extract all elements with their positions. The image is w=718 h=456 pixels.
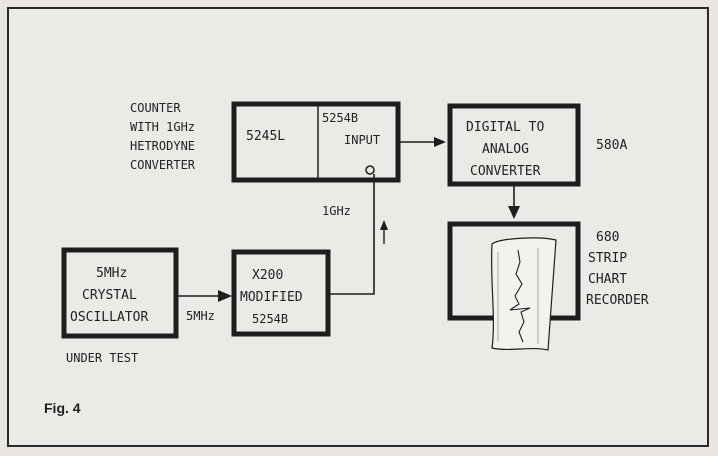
arrow-up-icon <box>380 220 388 230</box>
counter-label-line1: COUNTER <box>130 101 181 115</box>
signal-5mhz-label: 5MHz <box>186 309 215 323</box>
counter-model: 5245L <box>246 129 285 144</box>
figure-caption: Fig. 4 <box>44 400 81 416</box>
multiplier-line3: 5254B <box>252 312 288 326</box>
multiplier-line2: MODIFIED <box>240 290 303 305</box>
plugin-model: 5254B <box>322 111 358 125</box>
dac-model: 580A <box>596 138 627 153</box>
arrow-right-icon <box>218 290 232 302</box>
input-connector-icon <box>366 166 374 174</box>
counter-label-line2: WITH 1GHz <box>130 120 195 134</box>
recorder-label-line1: 680 <box>596 230 619 245</box>
counter-label-line4: CONVERTER <box>130 158 196 172</box>
arrow-down-icon <box>508 206 520 219</box>
recorder-label-line3: CHART <box>588 272 627 287</box>
oscillator-line3: OSCILLATOR <box>70 310 148 325</box>
arrow-right-icon <box>434 137 446 147</box>
multiplier-line1: X200 <box>252 268 283 283</box>
strip-chart-paper <box>492 238 556 350</box>
dac-line3: CONVERTER <box>470 164 541 179</box>
oscillator-line2: CRYSTAL <box>82 288 137 303</box>
multiplier-to-input-line <box>328 174 374 294</box>
recorder-label-line4: RECORDER <box>586 293 649 308</box>
oscillator-line1: 5MHz <box>96 266 127 281</box>
signal-1ghz-label: 1GHz <box>322 204 351 218</box>
plugin-input: INPUT <box>344 133 380 147</box>
dac-line2: ANALOG <box>482 142 529 157</box>
recorder-label-line2: STRIP <box>588 251 627 266</box>
dac-line1: DIGITAL TO <box>466 120 544 135</box>
oscillator-note: UNDER TEST <box>66 351 138 365</box>
counter-label-line3: HETRODYNE <box>130 139 195 153</box>
